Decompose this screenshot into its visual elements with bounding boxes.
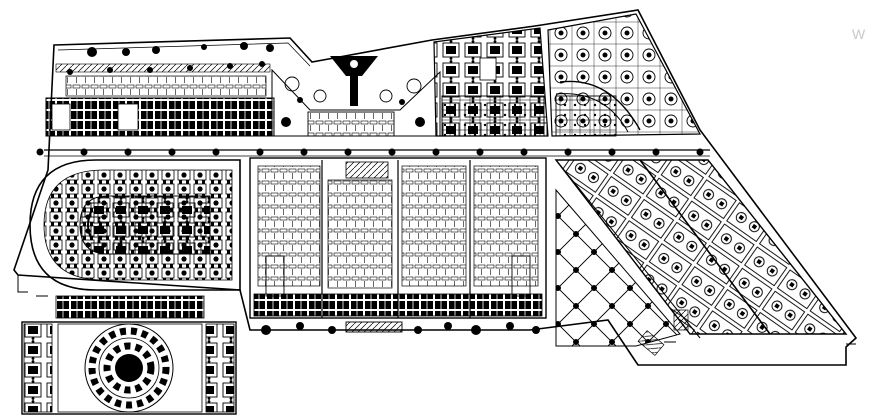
- section-marks: [36, 295, 856, 345]
- east-plaza-lattice: [555, 188, 681, 347]
- east-diagonal-wing: [554, 159, 848, 339]
- east-parking-edge: [637, 309, 689, 356]
- hypermarket: [249, 157, 547, 319]
- main-promenade: [36, 148, 710, 157]
- entrance-plaza: [271, 56, 441, 137]
- hypermarket-entrance: [261, 321, 540, 335]
- central-shop-strip: [441, 95, 617, 137]
- site-boundary: [13, 9, 858, 366]
- watermark-text: W: [852, 26, 867, 42]
- north-promenade: [45, 63, 275, 137]
- south-west-pavilion: [21, 295, 237, 415]
- west-food-court: [29, 159, 241, 291]
- tree-row-north: [67, 42, 274, 75]
